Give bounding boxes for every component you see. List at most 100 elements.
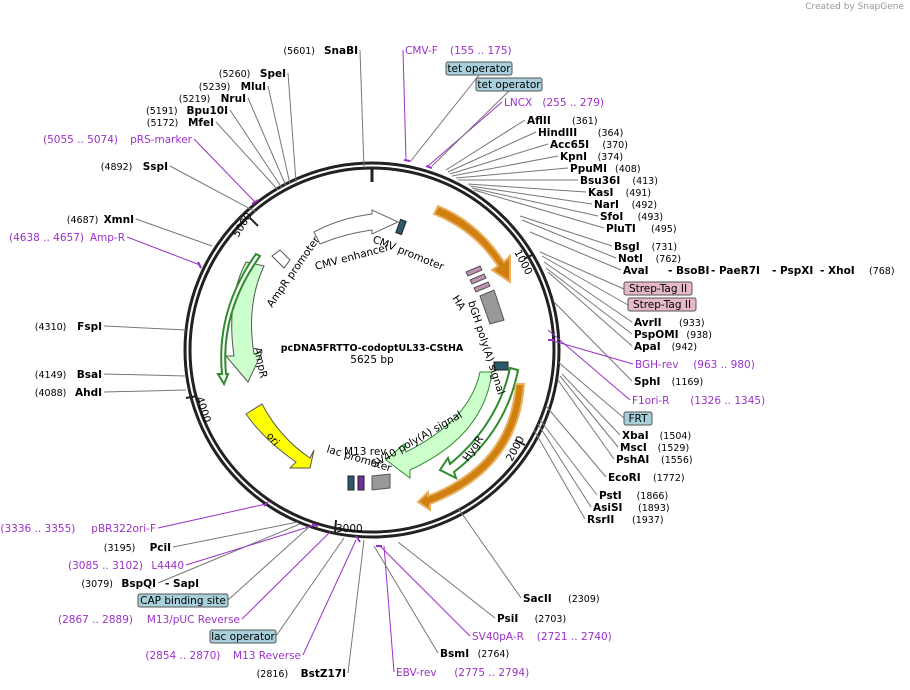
primer-cmv-f: CMV-F: [405, 45, 438, 57]
svg-text:tet operator: tet operator: [477, 79, 541, 91]
leader-ahdi: [103, 389, 187, 393]
hygr-inner-arrow: [438, 366, 520, 480]
enzyme-bsmi: BsmI: [440, 648, 469, 660]
enzyme-pos-mlui: (5239): [199, 82, 231, 93]
enzyme-asisi: AsiSI: [593, 502, 622, 514]
leader-lines: [103, 49, 634, 674]
leader-primer-pbr322ori-f: [157, 503, 267, 529]
cmv-enhancer-arrow: [313, 209, 400, 245]
enzyme-nrui: NruI: [221, 93, 246, 105]
leader-avai: [529, 231, 622, 271]
leader-rsrii: [533, 429, 586, 520]
enzyme-ppumi: PpuMI: [570, 163, 607, 175]
leader-cap: [227, 527, 309, 601]
leader-sfoi: [471, 187, 599, 217]
leader-primer-cmv-f: [402, 49, 407, 161]
backbone-outer: [183, 161, 561, 539]
leader-sspi: [169, 165, 257, 213]
snapgene-credit: Created by SnapGene: [805, 2, 904, 12]
leader-primer-f1ori-r: [547, 329, 631, 401]
enzyme-pos-xbai: (1504): [660, 431, 692, 442]
enzyme-pos-kpni: (374): [598, 152, 624, 163]
enzyme-bsai: BsaI: [77, 369, 102, 381]
enzyme-pos-psii: (2703): [535, 614, 567, 625]
leader-primer-ebv-rev: [383, 545, 395, 673]
enzyme-pshai: PshAI: [616, 454, 649, 466]
enzyme-psii: PsiI: [497, 613, 518, 625]
leader-bpu10i: [229, 109, 283, 189]
enzyme-pos-mfei: (5172): [147, 118, 179, 129]
ori-arrow: [245, 403, 315, 469]
enzyme-pos-aflii: (361): [572, 116, 598, 127]
leader-tet1: [409, 74, 480, 163]
ampr-outer-arrow: [216, 252, 262, 387]
strep-tag-box-1: Strep-Tag II: [623, 281, 693, 296]
leader-mlui: [267, 85, 291, 185]
leader-asisi: [537, 423, 592, 508]
leader-nrui: [247, 97, 287, 187]
leader-psii: [397, 541, 496, 619]
primer-range-m13-puc-reverse: (2867 .. 2889): [58, 614, 133, 626]
ha-marker-2: [469, 273, 487, 285]
enzyme-sacii: SacII: [523, 593, 552, 605]
enzyme-bsgi: BsgI: [614, 241, 640, 253]
enzyme-pos-pshai: (1556): [661, 455, 693, 466]
enzyme-pos-acc65i: (370): [602, 140, 628, 151]
leader-kpni: [451, 155, 559, 177]
enzyme-ecori: EcoRI: [608, 472, 641, 484]
tet-operator-box-1: tet operator: [445, 61, 513, 76]
enzyme-pos-bsu36i: (413): [632, 176, 658, 187]
frt-box: [493, 361, 509, 371]
enzyme-pos-bstz17i: (2816): [257, 669, 289, 680]
enzyme-pos-pspomi: (938): [686, 330, 712, 341]
enzyme-avrii: AvrII: [634, 317, 662, 329]
cmv-promoter-box: [395, 218, 407, 236]
leader-acc65i: [449, 143, 549, 175]
enzyme-xbai: XbaI: [622, 430, 649, 442]
primer-prs-marker: pRS-marker: [130, 134, 193, 146]
leader-pshai: [557, 379, 615, 460]
leader-bstz17i: [347, 539, 365, 674]
enzyme-pos-kasi: (491): [626, 188, 652, 199]
tet-operator-box-2: tet operator: [475, 77, 543, 92]
enzyme-sapi: - SapI: [165, 578, 199, 590]
enzyme-pspxi: - PspXI: [772, 265, 813, 277]
leader-snabi: [359, 49, 365, 169]
tick-mark-4000: [185, 395, 198, 399]
enzyme-pos-bsai: (4149): [35, 370, 67, 381]
ha-marker-1: [465, 265, 483, 277]
primer-range-f1ori-r: (1326 .. 1345): [690, 395, 765, 407]
enzyme-pos-rsrii: (1937): [632, 515, 664, 526]
enzyme-pos-ecori: (1772): [653, 473, 685, 484]
leader-psti: [539, 419, 598, 496]
enzyme-pos-ppumi: (408): [615, 164, 641, 175]
primer-f1ori-r: F1ori-R: [632, 395, 669, 407]
leader-nari: [469, 185, 593, 205]
bgh-box: [479, 289, 505, 325]
leader-bsai: [103, 373, 187, 377]
primer-lncx: LNCX: [504, 97, 532, 109]
leader-sphi: [553, 301, 633, 382]
enzyme-pspomi: PspOMI: [634, 329, 679, 341]
enzyme-pos-nrui: (5219): [179, 94, 211, 105]
primer-bgh-rev: BGH-rev: [635, 359, 679, 371]
enzyme-pos-hindiii: (364): [598, 128, 624, 139]
leader-spei: [287, 72, 297, 183]
primer-amp-r: Amp-R: [90, 232, 125, 244]
leader-msci: [559, 375, 619, 448]
leader-xmni: [135, 218, 213, 247]
leader-primer-l4440: [185, 524, 316, 566]
leader-tet2: [431, 90, 510, 167]
enzyme-pos-bsgi: (731): [652, 242, 678, 253]
enzyme-pos-psti: (1866): [637, 491, 669, 502]
enzyme-hindiii: HindIII: [538, 127, 577, 139]
enzyme-bpu10i: Bpu10I: [186, 105, 228, 117]
enzyme-pos-sspi: (4892): [101, 162, 133, 173]
svg-text:tet operator: tet operator: [447, 63, 511, 75]
enzyme-sphi: SphI: [634, 376, 660, 388]
enzyme-pos-ahdi: (4088): [35, 388, 67, 399]
enzyme-rsrii: RsrII: [587, 514, 614, 526]
leader-primer-m13-puc-reverse: [241, 531, 331, 620]
enzyme-pos-xhoi: (768): [869, 266, 895, 277]
tick-mark-5000: [249, 217, 259, 227]
